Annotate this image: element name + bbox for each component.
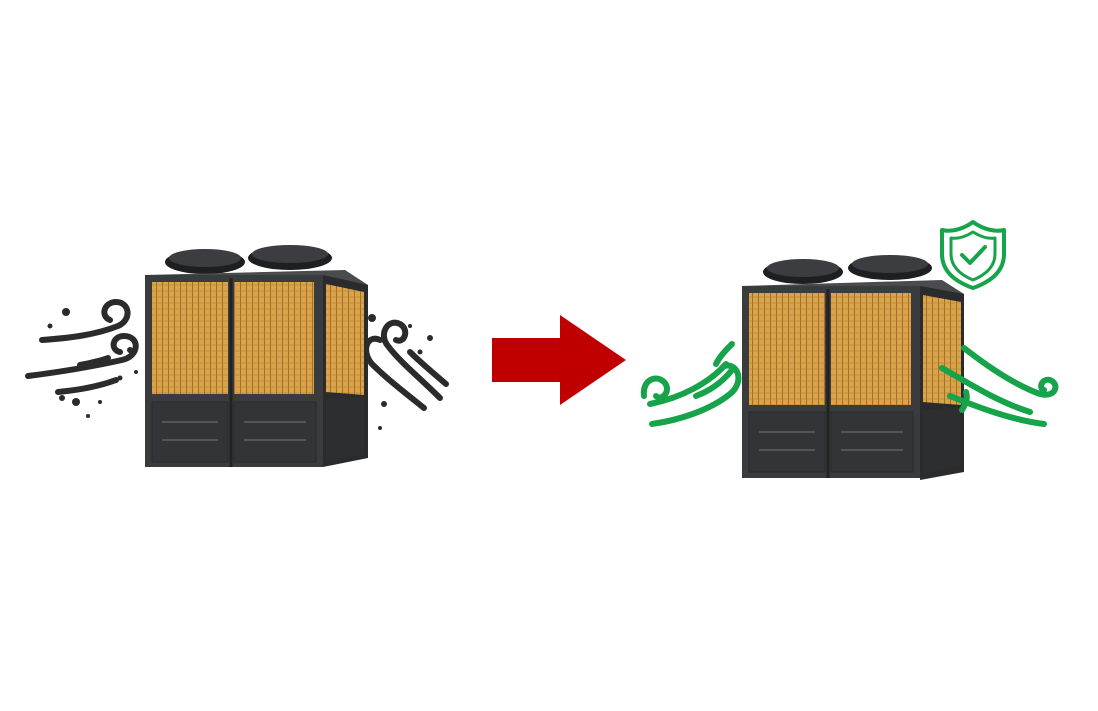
clean-airflow-right-icon bbox=[939, 345, 1059, 427]
dusty-wind-left-icon bbox=[25, 298, 139, 395]
arrow-panel bbox=[480, 300, 640, 420]
dust-particles-left-icon bbox=[47, 308, 138, 418]
shield-check-icon bbox=[940, 220, 1006, 290]
heat-pump-unit-after bbox=[742, 255, 964, 480]
clean-airflow-left-icon bbox=[640, 341, 742, 427]
right-arrow-icon bbox=[492, 315, 626, 405]
after-scene bbox=[640, 220, 1059, 480]
after-panel bbox=[620, 0, 1098, 711]
dust-particles-right-icon bbox=[368, 314, 433, 430]
before-panel bbox=[0, 0, 480, 711]
dusty-wind-right-icon bbox=[363, 319, 449, 411]
heat-pump-unit-before bbox=[145, 245, 368, 467]
before-scene bbox=[25, 245, 449, 467]
